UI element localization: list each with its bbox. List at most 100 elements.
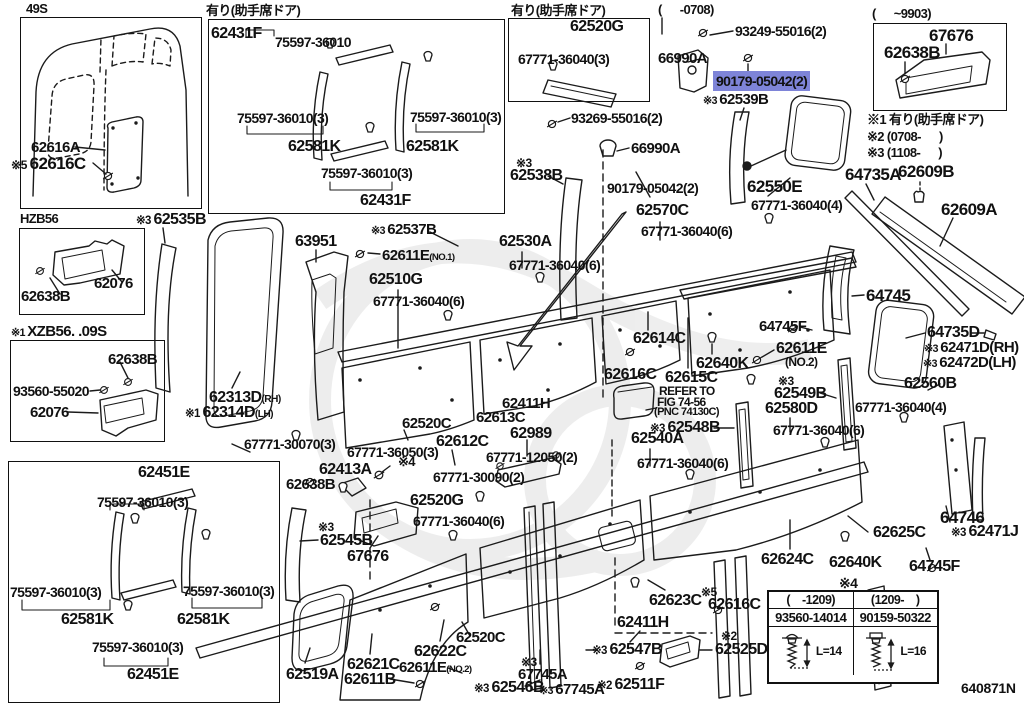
part-number-text: 62520G (570, 18, 624, 35)
part-number-text: 62519A (286, 666, 339, 683)
part-number-text: 67771-36040(4) (855, 399, 947, 415)
part-number-text: 67676 (929, 26, 974, 45)
part-number-text: 67771-36040(3) (518, 51, 610, 67)
part-number-text: 62581K (288, 138, 341, 155)
label-67771-36040-4a: 67771-36040(4) (751, 198, 843, 212)
part-number-text: 67771-30090(2) (433, 469, 525, 485)
label-62609a: 62609A (941, 201, 998, 218)
label-62539b: ※3 62539B (703, 92, 769, 107)
label-67745a-1: 67745A (518, 666, 568, 683)
label-62638b-2: 62638B (108, 352, 158, 367)
label-67771-36040-6f: 67771-36040(6) (773, 423, 865, 437)
label-note3-a: ※3 (516, 157, 532, 169)
part-number-text: 62313D (209, 389, 262, 406)
part-number-text: 62570C (636, 202, 689, 219)
label-62611e-2: 62611E(NO.2) (399, 660, 472, 675)
part-number-text: 62510G (369, 271, 423, 288)
part-number-text: ※2 (721, 629, 737, 643)
part-number-text: ※4 (839, 575, 858, 591)
label-64745f-1: 64745F (759, 318, 807, 335)
part-number-text: 93269-55016(2) (571, 110, 663, 126)
label-67771-36050: 67771-36050(3) (347, 444, 439, 460)
label-67771-36040-4b: 67771-36040(4) (855, 399, 947, 415)
table-screw-1: L=14 (769, 627, 854, 675)
label-refer-2: FIG 74-56 (657, 396, 706, 408)
header-0708: ( -0708) (658, 3, 714, 16)
part-number-text: 62520G (410, 492, 464, 509)
label-62411h-1: 62411H (502, 395, 551, 412)
part-number-text: 62638B (286, 476, 336, 493)
part-number-text: 62615C (665, 369, 718, 386)
part-number-text: 62511F (614, 676, 665, 693)
label-75597-h: 75597-36010(3) (321, 166, 413, 180)
label-62614c: 62614C (633, 330, 686, 347)
part-number-text: 64745 (866, 286, 911, 305)
label-90179-hl[interactable]: 90179-05042(2) (716, 74, 808, 89)
label-62621c: 62621C (347, 656, 400, 673)
part-number-text: (NO.2) (785, 355, 818, 369)
part-number-text: 75597-36010(3) (10, 584, 102, 600)
part-number-text: 63951 (295, 233, 337, 250)
part-number-text: 67745A (518, 666, 568, 683)
label-62623c: 62623C (649, 592, 702, 609)
label-67676-2: 67676 (347, 548, 389, 565)
screw-icon (866, 632, 895, 671)
label-64735d: 64735D (927, 324, 980, 341)
fastener-variant-table: ( -1209) (1209- ) 93560-14014 90159-5032… (767, 590, 939, 684)
part-number-text: 62548B (667, 419, 720, 436)
part-number-text: 62537B (387, 221, 437, 238)
part-number-text: 64746 (940, 508, 985, 527)
label-93560-55020: 93560-55020 (13, 384, 90, 398)
part-number-text: 67676 (347, 548, 389, 565)
label-64735a: 64735A (845, 166, 902, 183)
part-number-text: FIG 74-56 (657, 395, 706, 409)
table-part-1: 93560-14014 (769, 609, 854, 627)
label-62625c: 62625C (873, 524, 926, 541)
label-62581k-b: 62581K (177, 611, 230, 628)
label-62616c-3: 62616C (708, 596, 761, 613)
part-number-text: 49S (26, 1, 48, 16)
label-62538b: 62538B (510, 167, 563, 184)
part-number-text: 64745F (909, 558, 960, 575)
part-number-text: 62622C (414, 643, 467, 660)
label-62548b: ※3 62548B (650, 419, 721, 436)
part-number-text: 62614C (633, 330, 686, 347)
part-number-text: 66990A (658, 50, 708, 67)
box-49s (20, 17, 202, 209)
box-9903 (873, 23, 1007, 111)
label-62451e-2: 62451E (127, 666, 179, 683)
label-62611e-3: 62611E (776, 340, 827, 357)
label-62989: 62989 (510, 425, 552, 442)
label-67771-36040-6a: 67771-36040(6) (641, 224, 733, 238)
label-67676-1: 67676 (929, 26, 974, 45)
part-number-text: 67771-36050(3) (347, 444, 439, 460)
part-number-text: ( -0708) (658, 2, 714, 17)
label-62581k-a: 62581K (61, 611, 114, 628)
label-64745f-2: 64745F (909, 558, 960, 575)
part-number-text: 62624C (761, 551, 814, 568)
part-number-text: 62547B (609, 641, 662, 658)
part-number-text: 67771-36040(6) (637, 455, 729, 471)
label-64746: 64746 (940, 508, 985, 527)
part-number-text: 67771-36040(6) (509, 257, 601, 273)
part-number-text: ※3 (521, 655, 537, 669)
part-number-text: 62550E (747, 177, 803, 196)
note-ref-marker: ※1 (11, 327, 28, 339)
drawing-number: 640871N (961, 680, 1016, 696)
part-number-text: 90179-05042(2) (607, 180, 699, 196)
label-62615c: 62615C (665, 369, 718, 386)
note-ref-marker: ※3 (924, 343, 941, 355)
part-number-text: 64745F (759, 318, 807, 335)
header-9903: ( ~9903) (872, 7, 932, 20)
part-number-text: 62411H (502, 395, 551, 412)
label-66990a-2: 66990A (631, 141, 681, 156)
label-75597-d: 75597-36010(3) (92, 640, 184, 654)
part-number-text: 62612C (436, 433, 489, 450)
part-number-text: 62535B (153, 211, 206, 228)
part-number-text: 62616C (604, 366, 657, 383)
label-62535b: ※3 62535B (136, 211, 207, 228)
part-number-text: 93249-55016(2) (735, 23, 827, 39)
header-door-2: 有り(助手席ドア) (511, 4, 606, 17)
part-number-text: 62520C (402, 415, 452, 432)
part-number-text: 62616A (31, 139, 81, 156)
